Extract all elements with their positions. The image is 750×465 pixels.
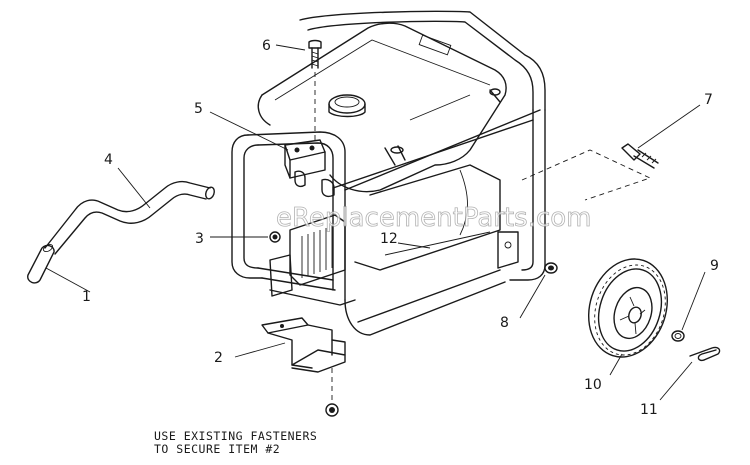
callout-3: 3: [195, 231, 204, 247]
callout-11: 11: [640, 402, 658, 418]
engine-and-fuel-tank: [257, 22, 507, 306]
part-8-spacer: [544, 262, 558, 274]
callout-4: 4: [104, 152, 113, 168]
assembly-note-line-2: TO SECURE ITEM #2: [154, 442, 281, 456]
part-9-washer: [671, 330, 685, 342]
leader-lines: [45, 44, 706, 401]
callout-7: 7: [704, 92, 713, 108]
part-2-foot-bracket: [261, 317, 346, 400]
callout-5: 5: [194, 101, 203, 117]
generator-frame: [231, 10, 546, 336]
callout-labels: 1 2 3 4 5 6 7 8 9 10 11 12: [82, 38, 719, 418]
part-5-handle-bracket: [284, 139, 335, 198]
callout-8: 8: [500, 315, 509, 331]
callout-9: 9: [710, 258, 719, 274]
part-7-axle-bolt: [521, 143, 659, 201]
part-6-bolt: [308, 39, 322, 140]
part-11-hairpin-clip: [689, 346, 721, 362]
callout-2: 2: [214, 350, 223, 366]
callout-6: 6: [262, 38, 271, 54]
callout-12: 12: [380, 231, 398, 247]
watermark: eReplacementParts.com: [276, 203, 592, 233]
assembly-note: USE EXISTING FASTENERS TO SECURE ITEM #2: [154, 430, 317, 456]
callout-10: 10: [584, 377, 602, 393]
fastener-nut: [325, 403, 339, 417]
part-12-axle: [384, 231, 491, 256]
cooling-fins: [301, 226, 333, 278]
part-10-wheel: [587, 258, 669, 358]
callout-1: 1: [82, 289, 91, 305]
part-4-handle: [27, 180, 215, 284]
assembly-note-line-1: USE EXISTING FASTENERS: [154, 429, 318, 443]
part-3-nut: [269, 231, 281, 243]
